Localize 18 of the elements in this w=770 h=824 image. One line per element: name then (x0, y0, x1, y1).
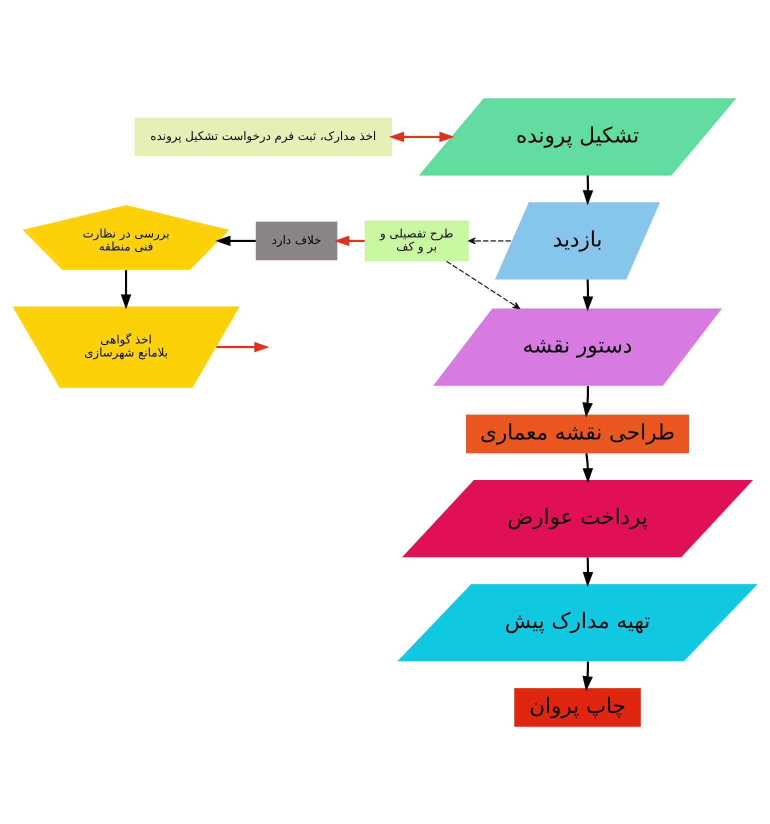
node-box: اخذ مدارک، ثبت فرم درخواست تشکیل پرونده (134, 117, 392, 156)
node-box: خلاف دارد (256, 221, 338, 260)
arrow (446, 260, 520, 308)
node-box: چاپ پروان (514, 688, 641, 726)
arrow (468, 236, 512, 244)
arrow (582, 175, 594, 205)
arrow (582, 386, 593, 418)
arrow (582, 452, 594, 483)
node-box: طراحی نقشه معماری (466, 414, 690, 453)
arrow (582, 279, 594, 311)
arrow (334, 235, 365, 246)
arrow (216, 341, 270, 352)
arrow (582, 556, 594, 587)
arrow (582, 661, 593, 691)
arrow (120, 270, 132, 309)
arrow (388, 131, 454, 142)
arrow (215, 235, 256, 246)
node-box: طرح تفصیلی و بر و کف (364, 220, 469, 261)
